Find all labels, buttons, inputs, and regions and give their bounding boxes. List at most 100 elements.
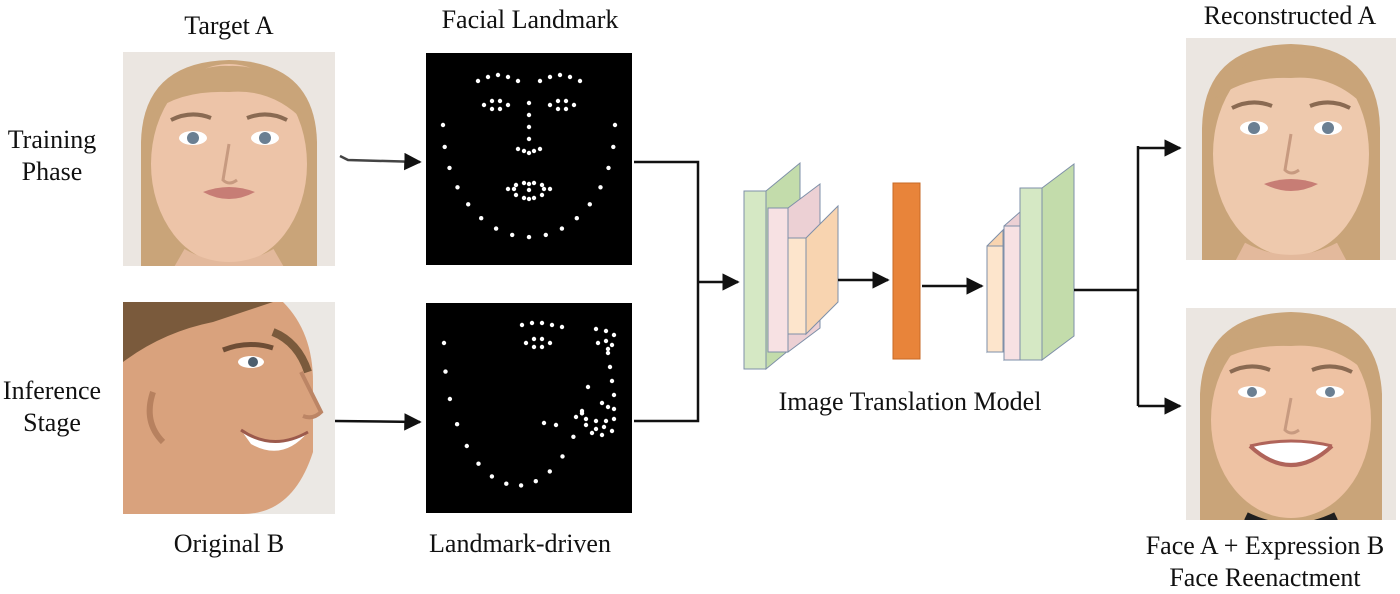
heading-reconstructed-a: Reconstructed A bbox=[1203, 1, 1377, 30]
landmark-dot bbox=[539, 336, 545, 342]
landmark-dot bbox=[574, 216, 579, 221]
original-b-photo bbox=[123, 302, 335, 514]
connector-top-landmark bbox=[634, 160, 700, 282]
landmark-dot bbox=[531, 180, 537, 186]
landmark-driven-image bbox=[426, 303, 632, 513]
landmark-dot bbox=[563, 98, 569, 104]
decoder-layer-pink bbox=[1003, 210, 1021, 362]
landmark-dot bbox=[479, 216, 484, 221]
landmark-dot bbox=[547, 340, 553, 346]
landmark-dot bbox=[560, 454, 565, 459]
landmark-dot bbox=[605, 404, 611, 410]
landmark-dot bbox=[518, 483, 524, 488]
caption-face-expression: Face A + Expression B bbox=[1145, 531, 1385, 560]
landmark-dot bbox=[489, 106, 495, 112]
heading-facial-landmark: Facial Landmark bbox=[441, 5, 619, 34]
landmark-dot bbox=[559, 324, 565, 330]
target-a-photo bbox=[123, 52, 335, 266]
landmark-dot bbox=[481, 102, 487, 108]
landmark-dot bbox=[547, 186, 553, 192]
landmark-dot bbox=[495, 72, 501, 78]
landmark-dot bbox=[609, 378, 615, 384]
landmark-dot bbox=[493, 226, 499, 231]
landmark-dot bbox=[571, 434, 576, 439]
landmark-dot bbox=[441, 340, 447, 346]
landmark-dot bbox=[557, 72, 563, 78]
landmark-dot bbox=[526, 196, 532, 202]
landmark-dot bbox=[489, 474, 495, 479]
facial-landmark-image bbox=[426, 53, 632, 265]
landmark-dot bbox=[585, 384, 591, 390]
landmark-dot bbox=[579, 408, 585, 414]
landmark-dot bbox=[539, 192, 545, 198]
landmark-dot bbox=[603, 418, 609, 424]
landmark-dot bbox=[489, 98, 495, 104]
landmark-dot bbox=[583, 422, 589, 428]
encoder-layer-peach bbox=[787, 204, 839, 336]
landmark-dot bbox=[603, 328, 609, 334]
landmark-dot bbox=[526, 112, 532, 118]
landmark-dot bbox=[555, 106, 561, 112]
landmark-dot bbox=[599, 432, 605, 438]
landmark-dot bbox=[606, 165, 611, 171]
reconstructed-a-photo bbox=[1186, 38, 1396, 260]
landmark-dot bbox=[485, 74, 491, 80]
landmark-dot bbox=[547, 74, 553, 80]
connector-bottom-landmark bbox=[634, 282, 700, 423]
caption-face-reenactment: Face Reenactment bbox=[1169, 563, 1361, 592]
landmark-dot bbox=[539, 320, 545, 326]
landmark-dot bbox=[526, 234, 532, 240]
landmark-dot bbox=[595, 340, 601, 346]
landmark-dot bbox=[593, 426, 599, 432]
landmark-dot bbox=[442, 144, 447, 150]
landmark-dot bbox=[475, 78, 481, 84]
landmark-dot bbox=[605, 346, 611, 352]
caption-landmark-driven: Landmark-driven bbox=[429, 529, 611, 558]
label-training-line1: Training bbox=[7, 125, 97, 154]
landmark-dot bbox=[605, 350, 611, 356]
landmark-dot bbox=[521, 180, 527, 186]
label-inference-line1: Inference bbox=[2, 376, 102, 405]
landmark-dot bbox=[603, 338, 609, 344]
label-training-phase: Training Phase bbox=[0, 124, 104, 188]
landmark-dot bbox=[505, 74, 511, 80]
landmark-dot bbox=[537, 78, 543, 84]
bottleneck-layer bbox=[892, 182, 921, 360]
arrow-training-to-landmark bbox=[339, 152, 422, 171]
decoder-layer-peach bbox=[986, 228, 1004, 354]
landmark-dot bbox=[573, 414, 579, 420]
label-inference-line2: Stage bbox=[23, 408, 81, 437]
landmark-dot bbox=[531, 195, 537, 201]
landmark-dot bbox=[598, 185, 603, 190]
landmark-dot bbox=[515, 78, 521, 84]
landmark-dot bbox=[526, 187, 532, 193]
landmark-dot bbox=[607, 364, 613, 370]
landmark-dot bbox=[611, 392, 617, 398]
landmark-dot bbox=[537, 146, 543, 152]
landmark-dot bbox=[589, 430, 595, 436]
landmark-dot bbox=[513, 182, 519, 188]
landmark-dot bbox=[531, 148, 537, 154]
landmark-dot bbox=[513, 192, 519, 198]
landmark-dot bbox=[511, 186, 517, 192]
landmark-dot bbox=[519, 322, 525, 328]
decoder-block bbox=[986, 163, 1075, 362]
landmark-dot bbox=[505, 186, 511, 192]
landmark-dot bbox=[547, 469, 552, 474]
decoder-layer-green bbox=[1019, 163, 1075, 361]
landmark-dot bbox=[547, 102, 553, 108]
landmark-dot bbox=[549, 322, 555, 328]
landmark-dot bbox=[447, 396, 453, 402]
landmark-dot bbox=[612, 122, 618, 128]
landmark-dot bbox=[599, 400, 605, 406]
heading-target-a: Target A bbox=[184, 11, 274, 40]
landmark-dot bbox=[497, 106, 503, 112]
landmark-dot bbox=[611, 406, 617, 412]
landmark-dot bbox=[526, 150, 532, 156]
landmark-dot bbox=[497, 98, 503, 104]
landmark-dot bbox=[539, 182, 545, 188]
landmark-dot bbox=[539, 344, 545, 350]
landmark-dot bbox=[571, 102, 577, 108]
landmark-dot bbox=[577, 78, 583, 84]
